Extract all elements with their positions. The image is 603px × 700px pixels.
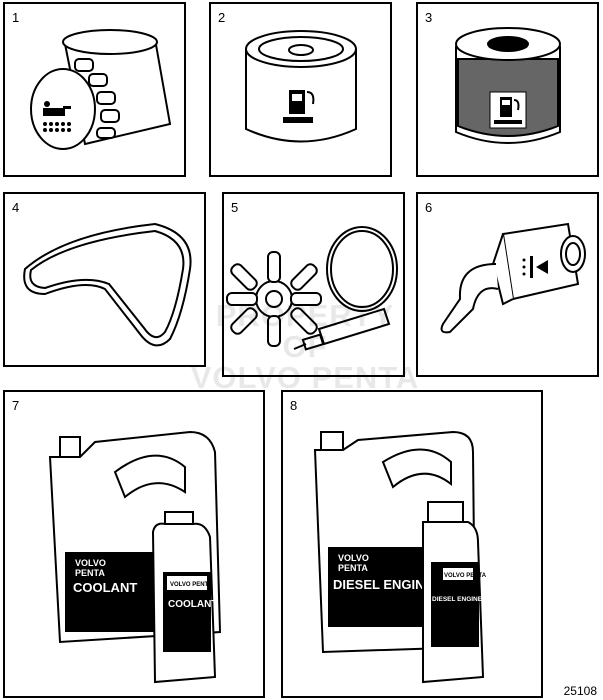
panel-coolant: 7 VOLVO PENTA COOLANT VOLVO PENTA COOLAN… — [3, 390, 265, 698]
impeller-kit-illustration — [226, 226, 398, 351]
oil-can-icon — [43, 101, 71, 132]
panel-fuel-filter: 2 — [209, 2, 392, 177]
product-label-small: COOLANT — [168, 599, 217, 610]
panel-diesel-engine-oil: 8 VOLVO PENTA DIESEL ENGINE OIL VOLVO PE… — [281, 390, 543, 698]
fuel-pump-icon — [494, 97, 522, 124]
fuel-pump-icon — [283, 90, 315, 123]
svg-text:VOLVO PENTA: VOLVO PENTA — [444, 573, 487, 579]
panel-number: 6 — [425, 200, 433, 215]
product-label: COOLANT — [73, 580, 137, 595]
panel-number: 1 — [12, 10, 20, 25]
brand-line1: VOLVO — [338, 553, 369, 563]
panel-drive-belt: 4 — [3, 192, 206, 367]
figure-id: 25108 — [563, 684, 597, 698]
svg-text:VOLVO PENTA: VOLVO PENTA — [170, 582, 213, 588]
panel-oil-filter: 1 — [3, 2, 186, 177]
brand-line2: PENTA — [75, 568, 105, 578]
impeller — [226, 251, 322, 347]
grease-tube — [293, 307, 391, 351]
air-intake-icon — [522, 256, 548, 278]
air-filter-illustration — [440, 222, 586, 334]
panel-number: 8 — [290, 398, 298, 413]
product-label-small: DIESEL ENGINE OIL — [432, 596, 495, 603]
fuel-filter-illustration — [245, 30, 357, 143]
large-jug-label — [65, 552, 155, 632]
oil-containers-illustration: VOLVO PENTA DIESEL ENGINE OIL VOLVO PENT… — [313, 430, 495, 684]
o-ring — [326, 226, 398, 312]
panel-number: 5 — [231, 200, 239, 215]
panel-number: 7 — [12, 398, 20, 413]
oil-filter-illustration — [30, 29, 172, 150]
panel-number: 3 — [425, 10, 433, 25]
panel-impeller-kit: 5 — [222, 192, 405, 377]
panel-fuel-cartridge: 3 — [416, 2, 599, 177]
brand-line1: VOLVO — [75, 558, 106, 568]
panel-number: 4 — [12, 200, 20, 215]
coolant-containers-illustration: VOLVO PENTA COOLANT VOLVO PENTA COOLANT — [48, 430, 222, 684]
fuel-cartridge-illustration — [455, 27, 561, 144]
panel-number: 2 — [218, 10, 226, 25]
drive-belt-illustration — [23, 222, 192, 347]
brand-line2: PENTA — [338, 563, 368, 573]
panel-air-filter: 6 — [416, 192, 599, 377]
